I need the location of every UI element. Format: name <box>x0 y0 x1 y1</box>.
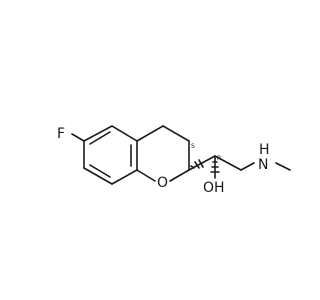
fluorine-label: F <box>57 126 65 142</box>
bond-n-methyl <box>275 162 291 171</box>
bond-c4a-c5 <box>111 125 138 142</box>
hash-ring-2 <box>194 161 200 169</box>
hash-ring-3 <box>198 159 204 168</box>
ring-oxygen-label: O <box>157 175 168 191</box>
bond-c8-c8a <box>111 169 138 185</box>
bond-c7-c8 <box>83 167 113 185</box>
bond-c4a-c4 <box>136 125 164 142</box>
hash-ring-1 <box>190 165 195 169</box>
bond-c-alpha-ch2 <box>214 155 242 171</box>
hashed-wedge-alcohol <box>210 161 220 173</box>
dihydropyran-ring <box>136 125 190 182</box>
bond-c5-c6 <box>83 125 113 142</box>
ring-stereo-mark: S <box>191 143 195 150</box>
hashed-wedge-ring <box>190 159 204 169</box>
benzene-ring <box>83 125 138 185</box>
bond-c4-c3 <box>162 125 190 142</box>
hydroxyl-label: OH <box>203 180 225 196</box>
nitrogen-label: N <box>258 157 268 173</box>
bond-c2-o1 <box>169 169 190 182</box>
side-chain <box>188 155 291 179</box>
bond-ch2-n <box>240 162 255 171</box>
alcohol-stereo-mark: R <box>217 155 221 162</box>
bond-c6-f <box>71 133 85 142</box>
aromatic-inner-bond-2 <box>89 164 111 178</box>
bond-o1-c8a <box>136 169 156 182</box>
chemical-structure: F O OH H N S R <box>57 125 291 196</box>
nitrogen-hydrogen-label: H <box>259 142 270 158</box>
aromatic-inner-bond-1 <box>89 131 111 145</box>
